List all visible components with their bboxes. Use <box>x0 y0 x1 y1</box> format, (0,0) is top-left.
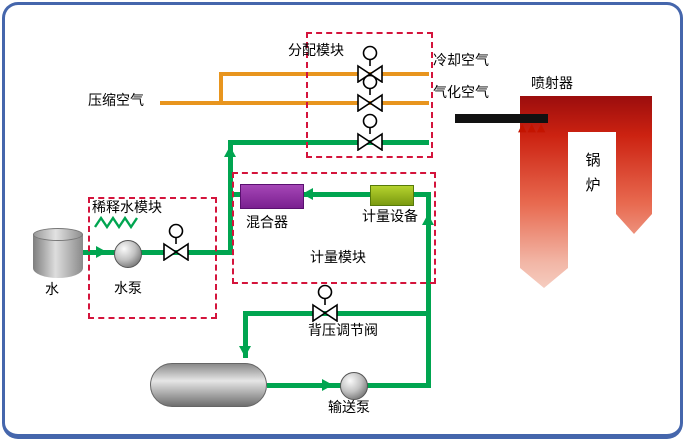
valve-icon <box>163 223 189 262</box>
metering-inlet-line <box>412 192 431 197</box>
gasification-air-label: 气化空气 <box>433 85 489 101</box>
transfer-pump <box>340 372 368 400</box>
distribution-module-label: 分配模块 <box>288 43 344 59</box>
water-pump-label: 水泵 <box>114 281 142 297</box>
flow-arrow-mixer-up <box>224 146 236 157</box>
mixture-to-injector-line <box>228 140 429 145</box>
valve-icon <box>312 284 338 323</box>
metering-module-box <box>232 172 436 284</box>
cooling-air-label: 冷却空气 <box>433 53 489 69</box>
gasification-air-valve <box>355 74 385 113</box>
metering-device-block <box>370 185 414 206</box>
valve-icon <box>357 74 383 113</box>
water-pump <box>114 240 142 268</box>
mixture-valve <box>355 113 385 152</box>
flow-arrow-to-pump <box>322 379 333 391</box>
flow-arrow-into-mixer <box>302 188 313 200</box>
dilution-water-module-box <box>88 197 217 319</box>
mixer-block <box>240 184 304 209</box>
compressed-air-line-upper <box>219 72 429 76</box>
boiler-label: 锅炉 <box>583 152 602 202</box>
dilution-water-line <box>78 250 233 255</box>
transfer-pump-label: 输送泵 <box>328 400 370 416</box>
flow-arrow-return-down <box>239 346 251 357</box>
back-pressure-valve-label: 背压调节阀 <box>308 323 378 339</box>
storage-tank <box>150 363 267 407</box>
supply-riser-line <box>426 192 431 388</box>
injector-label: 喷射器 <box>531 76 573 92</box>
flow-arrow-water-right <box>96 246 107 258</box>
compressed-air-label: 压缩空气 <box>88 93 144 109</box>
metering-device-label: 计量设备 <box>362 209 418 225</box>
mixer-inlet-stub <box>228 192 242 197</box>
tank-outlet-line <box>267 383 345 388</box>
mixer-riser-line <box>228 140 233 255</box>
tank-return-drop-line <box>243 311 248 358</box>
compressed-air-branch-line <box>219 72 223 105</box>
distribution-module-box <box>306 32 433 158</box>
metering-module-label: 计量模块 <box>310 250 366 266</box>
compressed-air-line-lower <box>160 101 429 105</box>
pump-outlet-line <box>360 383 431 388</box>
injector-lance <box>455 114 548 123</box>
flow-arrow-riser-up <box>422 214 434 225</box>
metering-to-mixer-line <box>302 192 370 197</box>
mixer-label: 混合器 <box>246 215 288 231</box>
water-label: 水 <box>45 282 59 298</box>
valve-icon <box>357 113 383 152</box>
dilution-water-module-label: 稀释水模块 <box>92 200 162 216</box>
zigzag-hose-icon <box>94 215 138 234</box>
spray-nozzles-icon: ▲▲▲ <box>518 121 547 134</box>
back-pressure-valve <box>310 284 340 323</box>
water-tank-top <box>33 228 83 241</box>
water-tank <box>33 234 83 278</box>
dilution-water-valve <box>161 223 191 262</box>
